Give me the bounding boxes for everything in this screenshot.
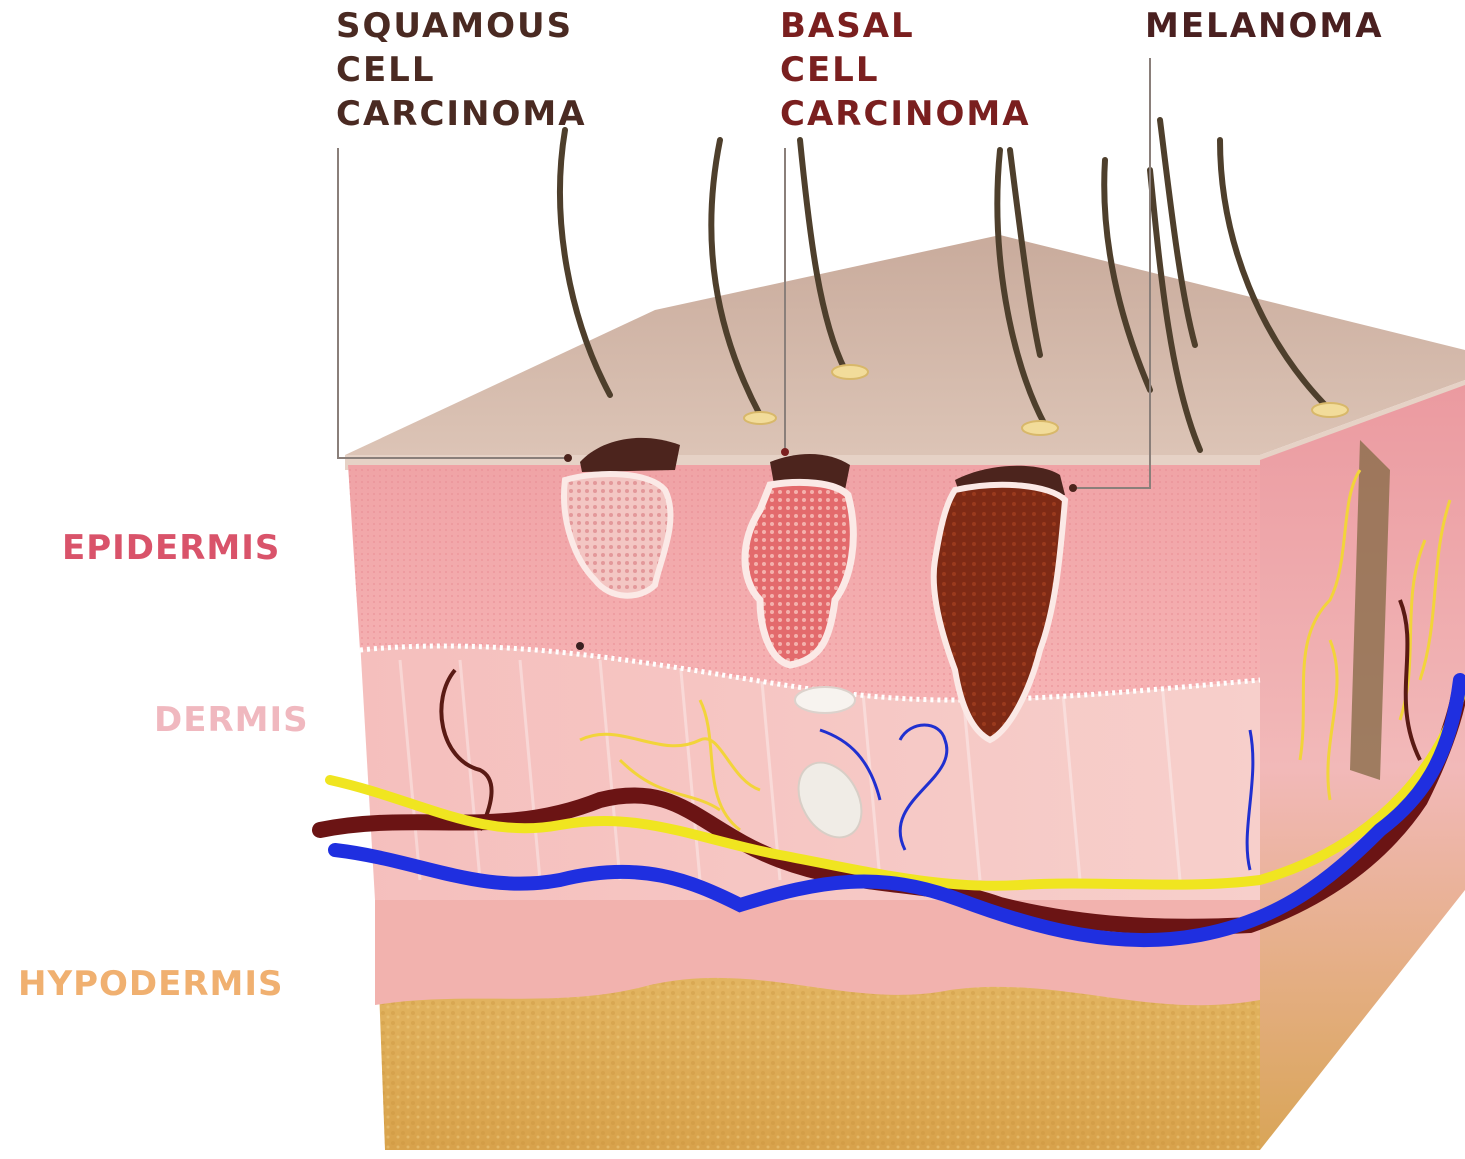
skin-surface [345, 235, 1465, 455]
dermis-label: DERMIS [154, 700, 309, 740]
squamous-cell-carcinoma-label: SQUAMOUS CELL CARCINOMA [336, 4, 587, 136]
gland-icon [795, 687, 855, 713]
basal-cell-carcinoma-label: BASAL CELL CARCINOMA [780, 4, 1031, 136]
melanoma-label: MELANOMA [1145, 4, 1384, 48]
hypodermis-label: HYPODERMIS [18, 964, 284, 1004]
epidermis-label: EPIDERMIS [62, 528, 280, 568]
